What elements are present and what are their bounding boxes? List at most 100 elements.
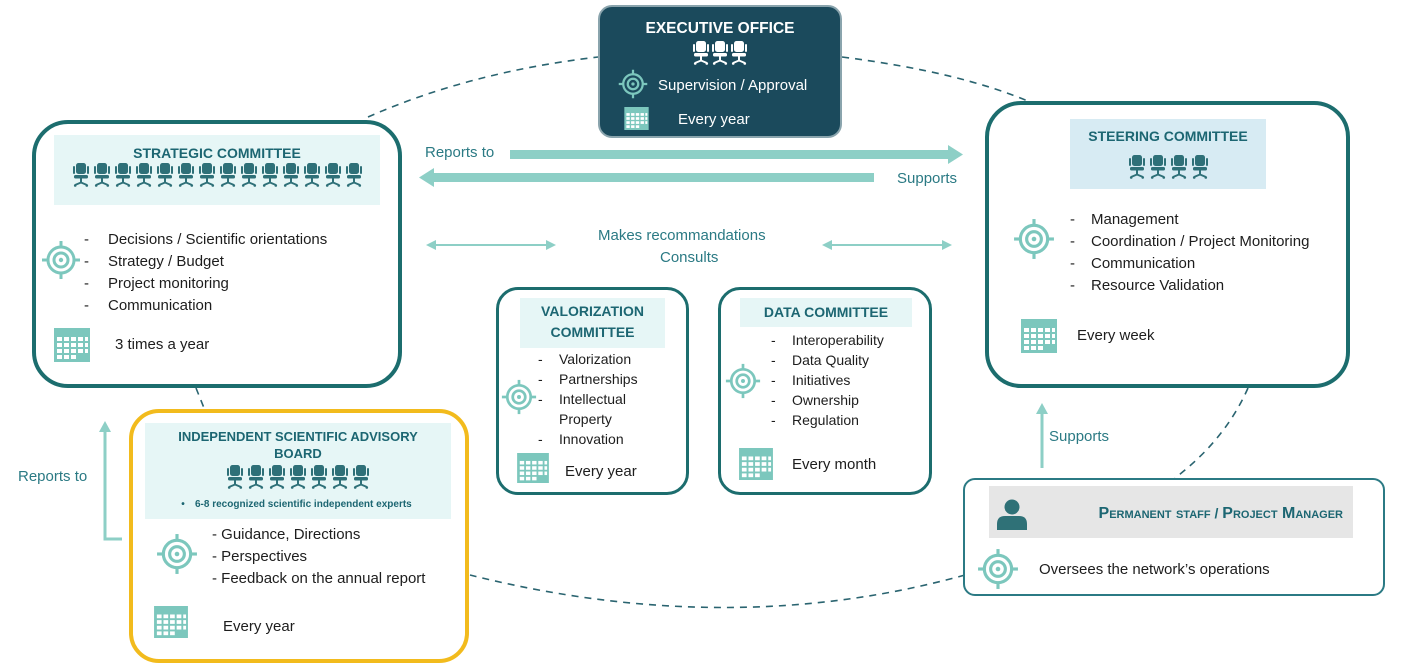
chair-icon [199,163,215,187]
target-icon [156,533,198,575]
list-item: - Guidance, Directions [212,526,361,543]
steering-frequency: Every week [1077,327,1155,344]
chair-icon [136,163,152,187]
target-icon [725,363,761,399]
recommend-arrow-right [822,240,952,250]
valorization-title-band: VALORIZATION COMMITTEE [520,298,665,348]
supports-label: Supports [897,170,958,187]
chair-icon [248,465,264,489]
data-committee-box: DATA COMMITTEE -Interoperability -Data Q… [718,287,932,495]
chair-icon [304,163,320,187]
chair-icon [283,163,299,187]
chair-icon [94,163,110,187]
valorization-list: -Valorization -Partnerships -Intellectua… [538,349,638,449]
chair-icon [311,465,327,489]
list-item: -Strategy / Budget [84,253,224,270]
data-committee-list: -Interoperability -Data Quality -Initiat… [771,330,884,430]
dashed-link-exec-steering [841,56,1031,103]
chair-icon [346,163,362,187]
executive-office-title: EXECUTIVE OFFICE [645,20,795,37]
supports-bottom-label: Supports [1049,428,1110,445]
steering-list: -Management -Coordination / Project Moni… [1070,209,1309,297]
reports-to-left-label: Reports to [18,468,88,485]
advisory-title-line1: INDEPENDENT SCIENTIFIC ADVISORY [178,429,418,444]
chair-icon [693,41,709,65]
strategic-list: -Decisions / Scientific orientations -St… [84,229,327,317]
chair-icon [262,163,278,187]
reports-to-label: Reports to [425,144,495,161]
chair-icon [269,465,285,489]
chair-icon [290,465,306,489]
list-item: - Perspectives [212,548,308,565]
valorization-committee-box: VALORIZATION COMMITTEE -Valorization -Pa… [496,287,689,495]
chair-icon [178,163,194,187]
dashed-link-exec-strategic [367,56,599,118]
chair-icon [220,163,236,187]
chair-icon [157,163,173,187]
steering-committee-box: STEERING COMMITTEE -Management -Coordina… [985,101,1350,388]
advisory-board-box: INDEPENDENT SCIENTIFIC ADVISORY BOARD •6… [129,409,469,663]
calendar-icon [1021,319,1057,353]
steering-title: STEERING COMMITTEE [1088,128,1248,144]
staff-title: Permanent staff / Project Manager [1098,505,1343,522]
chair-icon [227,465,243,489]
calendar-icon [54,328,90,362]
target-icon [618,69,648,99]
reports-to-left-arrow [99,421,122,541]
advisory-title-line2: BOARD [274,446,322,461]
list-item: -Coordination / Project Monitoring [1070,233,1310,250]
steering-seats [1070,155,1266,179]
target-icon [977,548,1019,590]
steering-title-band: STEERING COMMITTEE [1070,119,1266,189]
list-item: -Interoperability [771,332,884,348]
calendar-icon [515,453,551,483]
dashed-link-strategic-advisory [195,387,205,409]
executive-frequency: Every year [678,111,750,128]
list-item: -Intellectual [538,391,626,407]
chair-icon [241,163,257,187]
chair-icon [1171,155,1187,179]
list-item: -Valorization [538,351,632,367]
dashed-link-staff-advisory [469,574,966,609]
calendar-icon [153,606,189,638]
list-item: -Resource Validation [1070,277,1225,294]
permanent-staff-box: Permanent staff / Project Manager Overse… [963,478,1385,596]
executive-seats [600,41,840,65]
consults-label: Consults [660,249,719,266]
advisory-title-band: INDEPENDENT SCIENTIFIC ADVISORY BOARD •6… [145,423,451,519]
chair-icon [332,465,348,489]
list-item: -Communication [84,297,213,314]
strategic-title: STRATEGIC COMMITTEE [133,145,301,161]
list-item: - Feedback on the annual report [212,570,426,587]
chair-icon [1129,155,1145,179]
chair-icon [325,163,341,187]
makes-recommendations-label: Makes recommandations [598,227,766,244]
supports-up-arrow [1036,403,1048,468]
supports-arrow [419,168,874,187]
advisory-frequency: Every year [223,618,295,635]
dashed-link-steering-staff [1174,387,1249,479]
executive-role: Supervision / Approval [658,77,808,94]
recommend-arrow-left [426,240,556,250]
list-item: -Data Quality [771,352,870,368]
advisory-seats [145,465,451,489]
chair-icon [353,465,369,489]
list-item: -Regulation [771,412,859,428]
executive-office-box: EXECUTIVE OFFICE Supervision / Approval … [598,5,842,138]
person-icon [997,498,1027,530]
list-item: -Decisions / Scientific orientations [84,231,328,248]
valorization-title-line1: VALORIZATION [541,303,644,319]
list-item: -Innovation [538,431,624,447]
list-item: -Partnerships [538,371,638,387]
list-item: -Management [1070,211,1179,228]
target-icon [41,240,81,280]
valorization-title-line2: COMMITTEE [550,324,635,340]
calendar-icon [624,107,649,130]
target-icon [501,379,537,415]
strategic-title-band: STRATEGIC COMMITTEE [54,135,380,205]
advisory-list: - Guidance, Directions - Perspectives - … [212,524,425,590]
strategic-committee-box: STRATEGIC COMMITTEE -Decisions / Scienti… [32,120,402,388]
data-committee-title: DATA COMMITTEE [763,304,889,320]
chair-icon [1192,155,1208,179]
